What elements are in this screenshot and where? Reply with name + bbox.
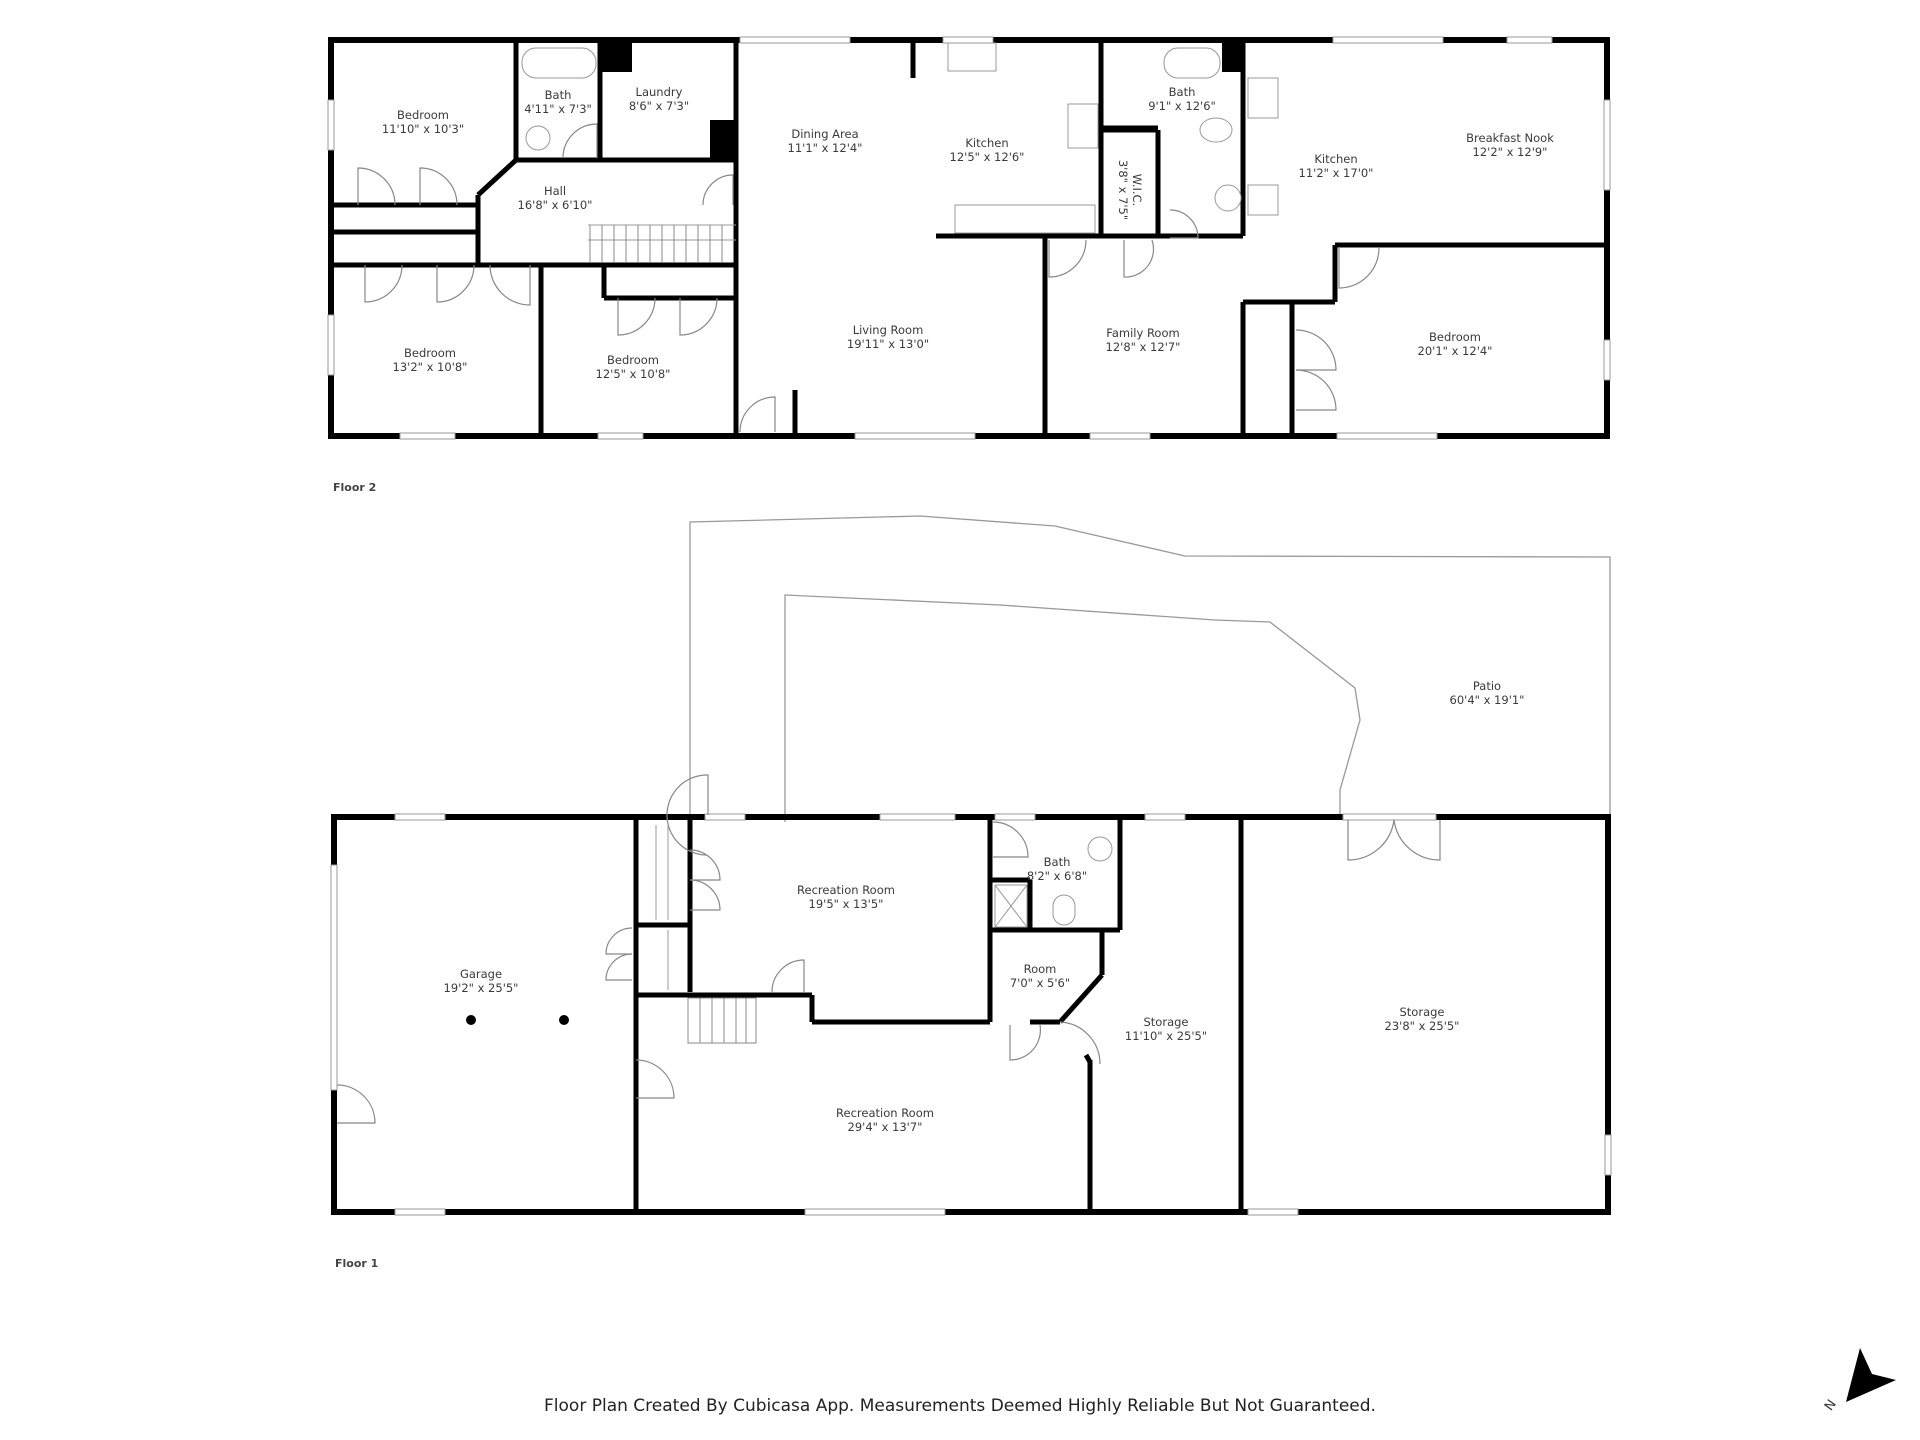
room-dimensions: 12'5" x 10'8"	[595, 367, 671, 381]
room-dimensions: 12'5" x 12'6"	[949, 150, 1025, 164]
room-dimensions: 8'2" x 6'8"	[1026, 869, 1088, 883]
room-dimensions: 19'11" x 13'0"	[846, 337, 930, 351]
room-name: Bath	[1043, 855, 1071, 869]
room-dimensions: 60'4" x 19'1"	[1449, 693, 1525, 707]
room-name: Room	[1023, 962, 1057, 976]
room-dimensions: 8'6" x 7'3"	[628, 99, 690, 113]
room-name: Hall	[543, 184, 567, 198]
room-name: Patio	[1472, 679, 1502, 693]
room-dimensions: 12'2" x 12'9"	[1472, 145, 1548, 159]
room-dimensions: 4'11" x 7'3"	[524, 102, 592, 116]
room-dimensions: 19'5" x 13'5"	[808, 897, 884, 911]
room-name: W.I.C.	[1130, 173, 1144, 207]
room-name: Bedroom	[606, 353, 660, 367]
room-dimensions: 16'8" x 6'10"	[517, 198, 593, 212]
room-name: Kitchen	[1314, 152, 1358, 166]
room-name: Kitchen	[965, 136, 1009, 150]
floor-1-plan	[330, 515, 1612, 1216]
room-name: Dining Area	[791, 127, 859, 141]
room-name: Garage	[459, 967, 503, 981]
room-label-wic: W.I.C.3'8" x 7'5"	[1116, 160, 1144, 220]
disclaimer-text: Floor Plan Created By Cubicasa App. Meas…	[544, 1396, 1376, 1416]
room-name: Bedroom	[403, 346, 457, 360]
room-dimensions: 20'1" x 12'4"	[1417, 344, 1493, 358]
room-name: Breakfast Nook	[1466, 131, 1554, 145]
room-dimensions: 11'2" x 17'0"	[1298, 166, 1374, 180]
room-dimensions: 11'1" x 12'4"	[787, 141, 863, 155]
room-name: Bath	[1168, 85, 1196, 99]
room-dimensions: 13'2" x 10'8"	[392, 360, 468, 374]
room-dimensions: 7'0" x 5'6"	[1009, 976, 1071, 990]
room-name: Bedroom	[396, 108, 449, 122]
floor-2-label: Floor 2	[333, 481, 377, 494]
room-dimensions: 19'2" x 25'5"	[443, 981, 519, 995]
room-dimensions: 11'10" x 25'5"	[1124, 1029, 1208, 1043]
room-name: Laundry	[635, 85, 683, 99]
room-name: Bedroom	[1428, 330, 1482, 344]
room-dimensions: 12'8" x 12'7"	[1105, 340, 1181, 354]
room-name: Bath	[544, 88, 572, 102]
room-dimensions: 23'8" x 25'5"	[1384, 1019, 1460, 1033]
room-dimensions: 3'8" x 7'5"	[1116, 159, 1130, 221]
room-name: Storage	[1399, 1005, 1445, 1019]
room-name: Recreation Room	[797, 883, 895, 897]
floor-1-label: Floor 1	[335, 1257, 379, 1270]
room-dimensions: 11'10" x 10'3"	[381, 122, 465, 136]
room-name: Living Room	[852, 323, 924, 337]
floor-2-plan	[327, 36, 1611, 440]
north-arrow-icon	[1846, 1348, 1896, 1402]
room-dimensions: 9'1" x 12'6"	[1148, 99, 1216, 113]
room-dimensions: 29'4" x 13'7"	[847, 1120, 923, 1134]
compass: N	[1820, 1340, 1900, 1420]
room-name: Family Room	[1106, 326, 1180, 340]
room-name: Storage	[1143, 1015, 1189, 1029]
room-name: Recreation Room	[836, 1106, 934, 1120]
